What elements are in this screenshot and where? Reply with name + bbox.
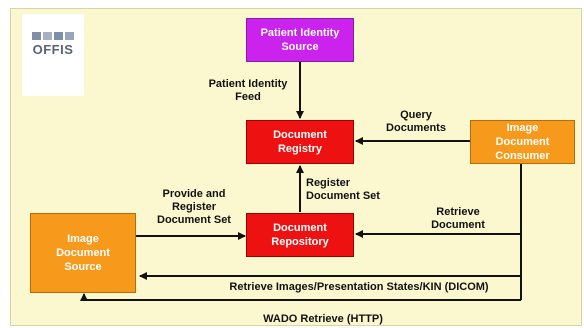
image-document-consumer-box: Image Document Consumer — [470, 120, 575, 164]
label-query-documents: Query Documents — [386, 109, 446, 134]
label-patient-identity-feed: Patient Identity Feed — [208, 78, 288, 103]
arrow-wado-retrieve — [80, 293, 521, 301]
logo-text: OFFIS — [32, 42, 74, 57]
label-retrieve-images-dicom: Retrieve Images/Presentation States/KIN … — [229, 281, 489, 293]
logo-grid-icon — [32, 32, 74, 40]
label-retrieve-document: Retrieve Document — [431, 206, 485, 231]
image-document-source-box: Image Document Source — [30, 213, 136, 293]
label-wado-retrieve: WADO Retrieve (HTTP) — [263, 313, 383, 325]
document-repository-box: Document Repository — [246, 213, 354, 257]
patient-identity-source-box: Patient Identity Source — [246, 18, 354, 62]
label-register-document-set: Register Document Set — [306, 177, 380, 202]
offis-logo: OFFIS — [22, 14, 84, 96]
document-registry-box: Document Registry — [246, 120, 354, 164]
label-provide-and-register: Provide and Register Document Set — [157, 188, 231, 226]
